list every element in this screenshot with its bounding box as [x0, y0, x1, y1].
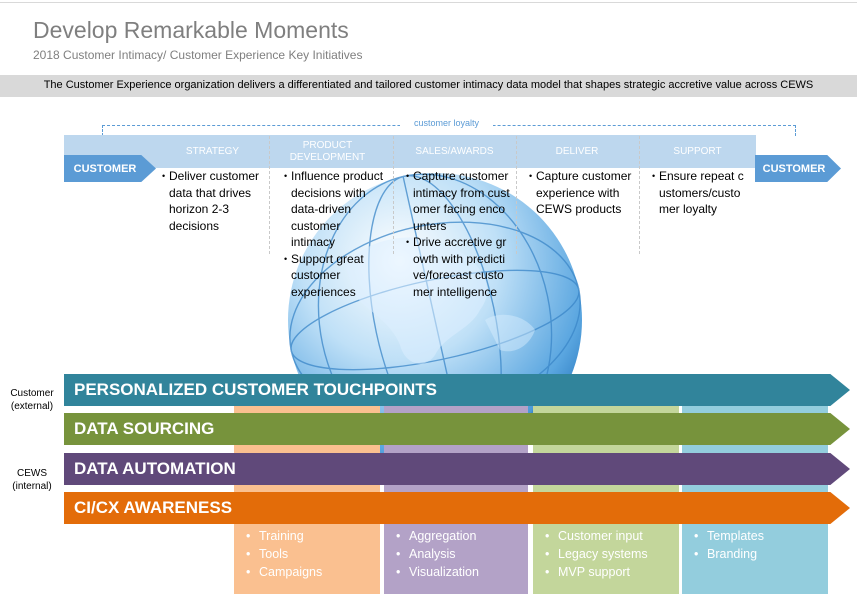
phase-divider [393, 136, 394, 254]
product-development-bullets: Influence product decisions with data-dr… [284, 168, 384, 300]
bullet: Support great customer experiences [284, 251, 384, 301]
list-item: Campaigns [246, 563, 380, 581]
bullet: Drive accretive growth with predictive/f… [406, 234, 510, 300]
list-item: Templates [694, 527, 828, 545]
sales-awards-bullets: Capture customer intimacy from customer … [406, 168, 510, 300]
list-item: Customer input [545, 527, 679, 545]
phase-divider [516, 136, 517, 254]
bullet: Ensure repeat customers/customer loyalty [652, 168, 744, 218]
top-rule [0, 2, 857, 3]
bullet: Capture customer intimacy from customer … [406, 168, 510, 234]
phase-strategy: STRATEGY [185, 145, 240, 157]
column-automation-list: Aggregation Analysis Visualization [384, 527, 530, 581]
deliver-bullets: Capture customer experience with CEWS pr… [529, 168, 633, 218]
side-label-external: Customer (external) [10, 388, 54, 412]
page-subtitle: 2018 Customer Intimacy/ Customer Experie… [33, 48, 363, 62]
summary-banner: The Customer Experience organization del… [0, 75, 857, 97]
bullet: Deliver customer data that drives horizo… [162, 168, 262, 234]
phase-divider [639, 136, 640, 254]
customer-end-arrow: CUSTOMER [755, 155, 841, 182]
list-item: MVP support [545, 563, 679, 581]
phase-divider [269, 136, 270, 254]
column-sourcing-list: Customer input Legacy systems MVP suppor… [533, 527, 679, 581]
phase-support: SUPPORT [673, 145, 722, 157]
phase-sales-awards: SALES/AWARDS [415, 145, 494, 157]
list-item: Branding [694, 545, 828, 563]
banner-text: The Customer Experience organization del… [43, 79, 814, 91]
phase-deliver: DELIVER [555, 145, 599, 157]
bullet: Capture customer experience with CEWS pr… [529, 168, 633, 218]
support-bullets: Ensure repeat customers/customer loyalty [652, 168, 744, 218]
phase-product-development: PRODUCT DEVELOPMENT [289, 139, 366, 163]
bullet: Influence product decisions with data-dr… [284, 168, 384, 251]
customer-loyalty-label: customer loyalty [400, 118, 494, 128]
phase-band [64, 135, 756, 168]
bar-personalized-customer-touchpoints: PERSONALIZED CUSTOMER TOUCHPOINTS [64, 374, 850, 406]
bar-data-sourcing: DATA SOURCING [64, 413, 850, 445]
bar-ci-cx-awareness: CI/CX AWARENESS [64, 492, 850, 524]
page-title: Develop Remarkable Moments [33, 17, 349, 43]
column-awareness-list: Training Tools Campaigns [234, 527, 380, 581]
list-item: Tools [246, 545, 380, 563]
customer-start-arrow: CUSTOMER [64, 155, 156, 182]
list-item: Analysis [396, 545, 530, 563]
list-item: Training [246, 527, 380, 545]
list-item: Aggregation [396, 527, 530, 545]
list-item: Legacy systems [545, 545, 679, 563]
list-item: Visualization [396, 563, 530, 581]
strategy-bullets: Deliver customer data that drives horizo… [162, 168, 262, 234]
side-label-internal: CEWS (internal) [12, 468, 52, 492]
column-touchpoints-list: Templates Branding [682, 527, 828, 563]
bar-data-automation: DATA AUTOMATION [64, 453, 850, 485]
